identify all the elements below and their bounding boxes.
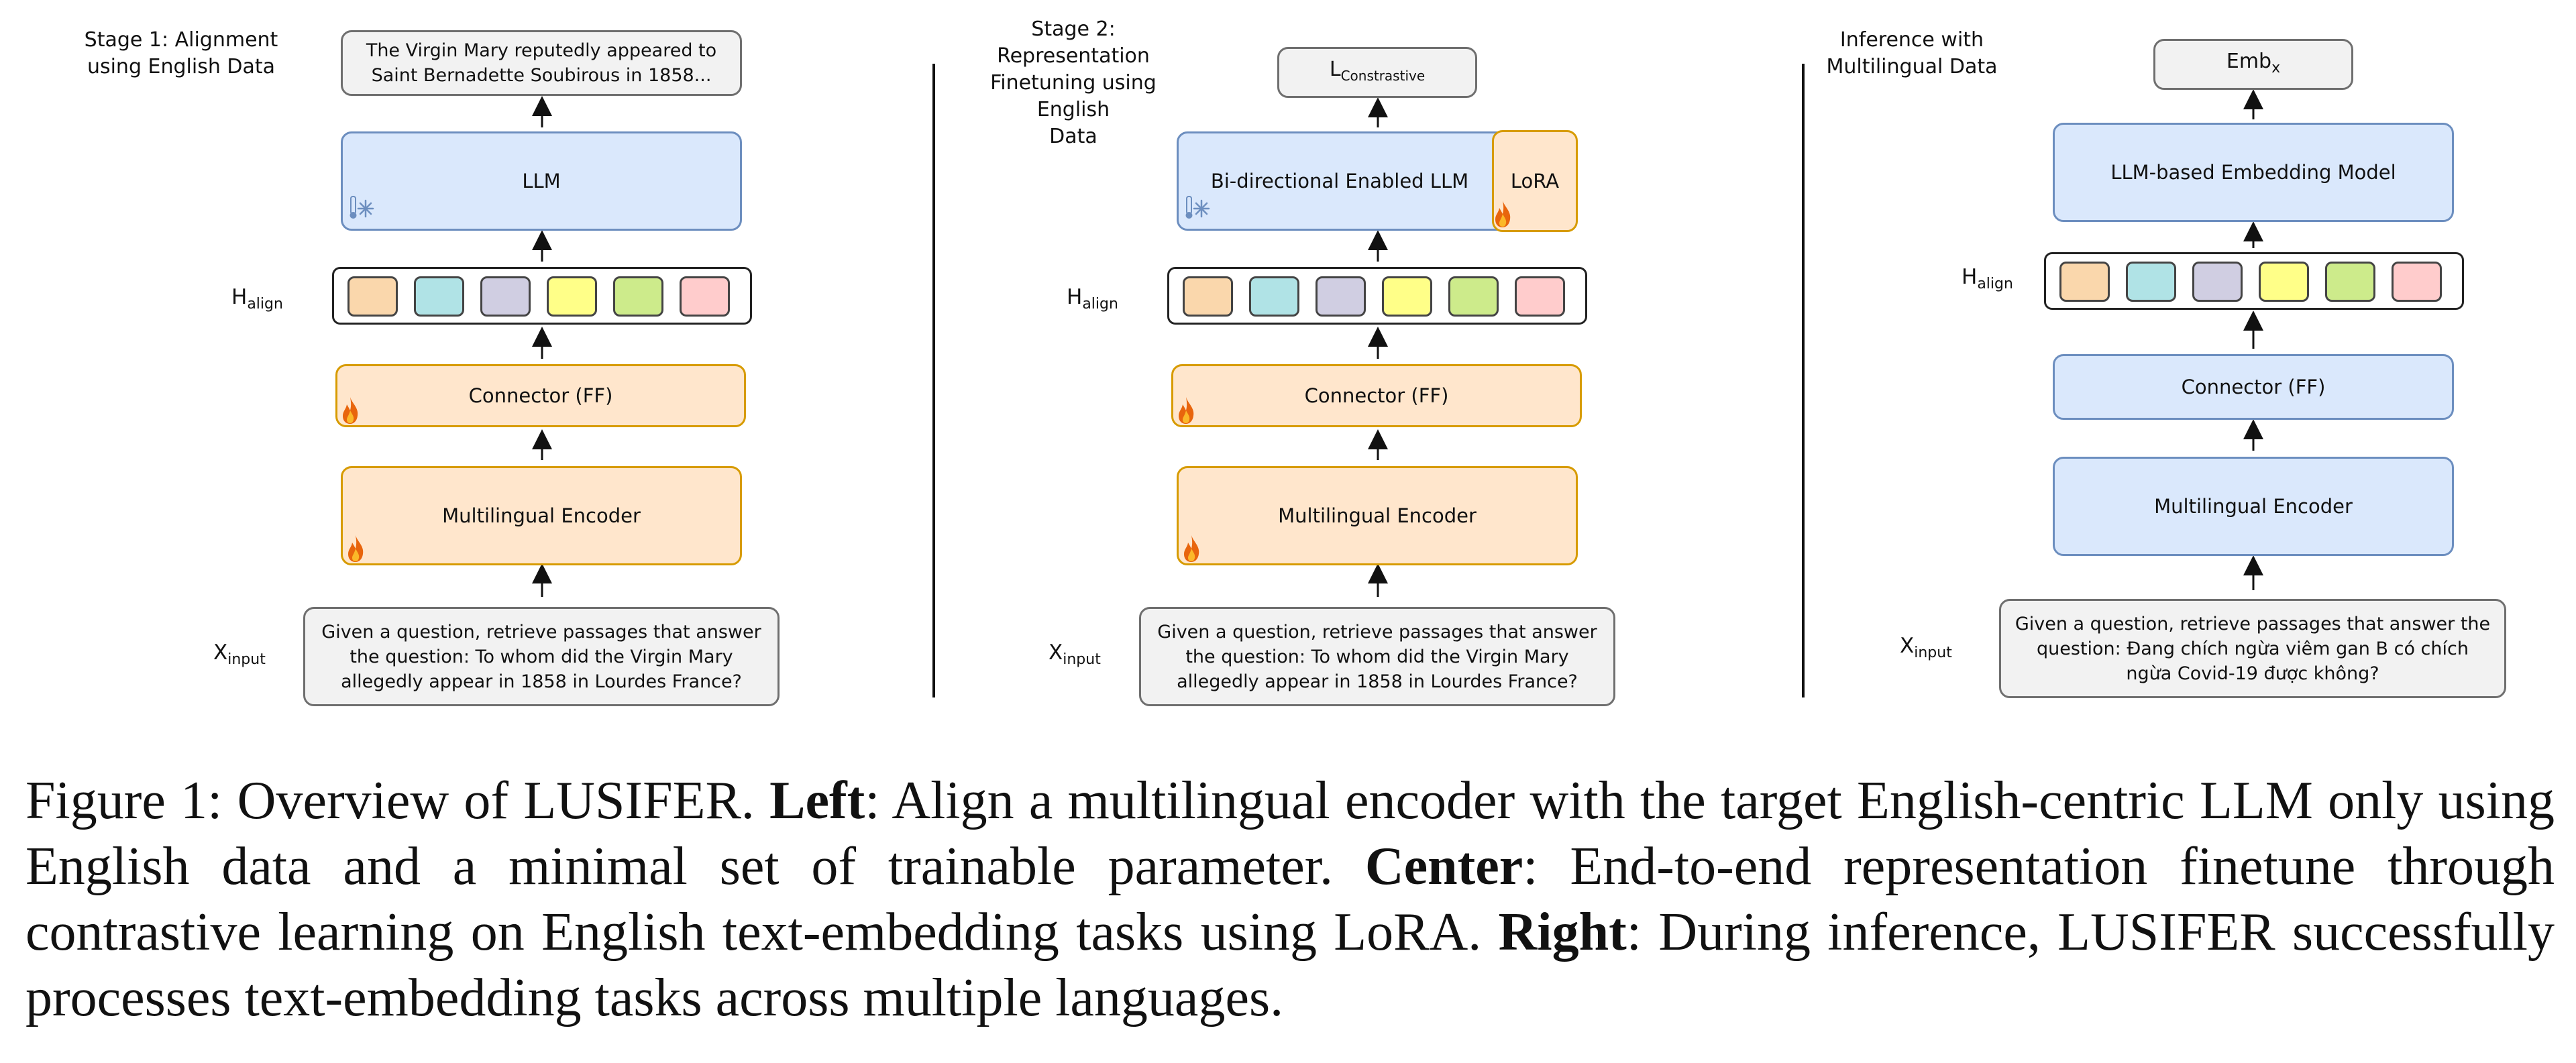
- left-connector-box: Connector (FF): [335, 364, 746, 427]
- caption-center-bold: Center: [1364, 837, 1523, 896]
- caption-left-bold: Left: [769, 771, 865, 830]
- right-connector-box: Connector (FF): [2053, 354, 2454, 420]
- center-encoder-box: Multilingual Encoder: [1177, 466, 1578, 565]
- token-2: [2126, 262, 2176, 302]
- flame-icon: [1179, 397, 1194, 424]
- flame-icon: [343, 397, 358, 424]
- panel-divider-2: [1802, 64, 1805, 697]
- panel-divider-1: [932, 64, 935, 697]
- token-4: [2259, 262, 2309, 302]
- left-h-align-label: Halign: [231, 285, 283, 313]
- right-embedding-label: Embx: [2226, 49, 2281, 76]
- center-input-text: Given a question, retrieve passages that…: [1157, 621, 1597, 692]
- right-h-align-label: Halign: [1962, 265, 2013, 293]
- right-input-text-box: Given a question, retrieve passages that…: [1999, 599, 2506, 698]
- right-input-text: Given a question, retrieve passages that…: [2015, 613, 2491, 684]
- token-4: [1382, 276, 1432, 317]
- flow-arrows: [532, 89, 2263, 597]
- token-1: [2059, 262, 2110, 302]
- left-input-text: Given a question, retrieve passages that…: [321, 621, 761, 692]
- token-5: [2325, 262, 2375, 302]
- left-connector-label: Connector (FF): [468, 384, 613, 407]
- left-output-text-box: The Virgin Mary reputedly appeared to Sa…: [341, 30, 742, 96]
- snowflake-thermometer-icon: [350, 196, 374, 219]
- left-encoder-label: Multilingual Encoder: [442, 504, 641, 527]
- token-1: [1183, 276, 1233, 317]
- center-connector-label: Connector (FF): [1304, 384, 1449, 407]
- flame-icon: [1495, 201, 1511, 227]
- left-stage-label: Stage 1: Alignment using English Data: [84, 28, 278, 78]
- flame-icon: [348, 535, 364, 562]
- center-input-text-box: Given a question, retrieve passages that…: [1139, 607, 1615, 706]
- center-loss-box: LConstrastive: [1277, 47, 1477, 98]
- token-5: [1448, 276, 1499, 317]
- token-3: [480, 276, 531, 317]
- left-encoder-box: Multilingual Encoder: [341, 466, 742, 565]
- right-stage-label: Inference with Multilingual Data: [1826, 28, 1998, 78]
- center-llm-label: Bi-directional Enabled LLM: [1210, 170, 1469, 192]
- center-stage-label: Stage 2: Representation Finetuning using…: [990, 17, 1157, 148]
- center-token-row: [1167, 267, 1587, 325]
- token-2: [414, 276, 464, 317]
- token-1: [347, 276, 398, 317]
- center-encoder-label: Multilingual Encoder: [1278, 504, 1477, 527]
- token-5: [613, 276, 663, 317]
- right-embedding-model-label: LLM-based Embedding Model: [2110, 161, 2396, 184]
- left-x-input-label: Xinput: [213, 640, 266, 669]
- flame-icon: [1184, 535, 1199, 562]
- token-6: [680, 276, 730, 317]
- left-output-text: The Virgin Mary reputedly appeared to Sa…: [366, 40, 717, 86]
- token-6: [2392, 262, 2442, 302]
- token-2: [1249, 276, 1299, 317]
- left-llm-box: LLM: [341, 131, 742, 231]
- caption-center-text: : End-to-end representation finetune thr…: [25, 837, 2555, 962]
- caption-left-text: : Align a multilingual encoder with the …: [25, 771, 2555, 896]
- token-3: [1316, 276, 1366, 317]
- right-embedding-model-box: LLM-based Embedding Model: [2053, 123, 2454, 222]
- architecture-figure: Stage 1: Alignment using English Data Th…: [84, 17, 2506, 706]
- right-x-input-label: Xinput: [1900, 634, 1952, 662]
- right-connector-label: Connector (FF): [2181, 376, 2326, 398]
- caption-prefix: Figure 1: Overview of LUSIFER.: [25, 771, 770, 830]
- center-x-input-label: Xinput: [1049, 640, 1101, 669]
- right-token-row: [2044, 252, 2464, 310]
- center-loss-label: LConstrastive: [1329, 57, 1426, 84]
- snowflake-thermometer-icon: [1185, 196, 1210, 219]
- token-4: [547, 276, 597, 317]
- center-h-align-label: Halign: [1067, 285, 1118, 313]
- left-input-text-box: Given a question, retrieve passages that…: [303, 607, 780, 706]
- lora-label: LoRA: [1510, 170, 1560, 192]
- lora-adapter-box: LoRA: [1492, 130, 1578, 232]
- right-encoder-box: Multilingual Encoder: [2053, 457, 2454, 556]
- right-encoder-label: Multilingual Encoder: [2154, 495, 2353, 518]
- right-embedding-box: Embx: [2153, 39, 2353, 90]
- caption-right-text: : During inference, LUSIFER successfully…: [25, 903, 2555, 1027]
- caption-right-bold: Right: [1498, 903, 1627, 962]
- token-6: [1515, 276, 1565, 317]
- figure-caption: Figure 1: Overview of LUSIFER. Left: Ali…: [25, 768, 2555, 1031]
- center-connector-box: Connector (FF): [1171, 364, 1582, 427]
- left-token-row: [332, 267, 752, 325]
- left-llm-label: LLM: [522, 170, 561, 192]
- token-3: [2192, 262, 2243, 302]
